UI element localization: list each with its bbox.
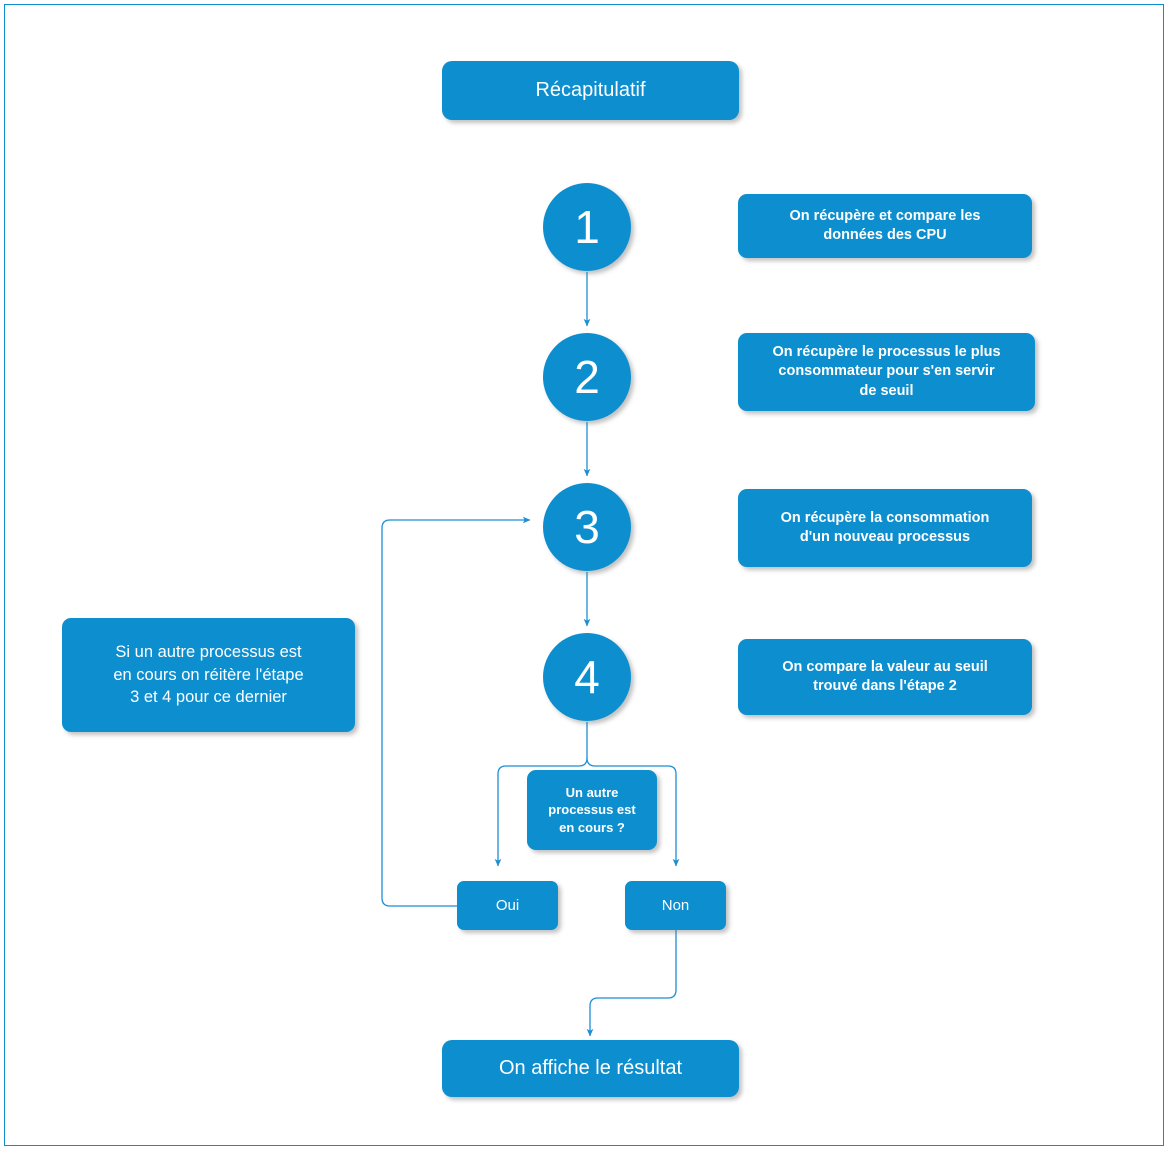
step-description-3-line-1: On récupère la consommation: [780, 509, 990, 526]
step-description-3: On récupère la consommation d'un nouveau…: [738, 489, 1032, 567]
step-circle-1: 1: [543, 183, 631, 271]
decision-line-3: en cours ?: [559, 819, 625, 835]
step-number-2: 2: [574, 351, 600, 403]
loop-note-box: Si un autre processus est en cours on ré…: [62, 618, 355, 732]
loop-note-line-2: en cours on réitère l'étape: [113, 665, 304, 684]
step-circle-2: 2: [543, 333, 631, 421]
decision-line-2: processus est: [548, 802, 636, 818]
title-label: Récapitulatif: [535, 79, 646, 101]
connector-step4-split: [494, 722, 588, 867]
step-description-1-line-1: On récupère et compare les: [789, 207, 981, 224]
connector-split-right: [586, 757, 680, 867]
step-number-1: 1: [574, 201, 600, 253]
step-description-4: On compare la valeur au seuil trouvé dan…: [738, 639, 1032, 715]
step-description-2-line-2: consommateur pour s'en servir: [778, 363, 995, 380]
branch-box-non: Non: [625, 881, 726, 930]
step-description-4-line-1: On compare la valeur au seuil: [782, 658, 988, 675]
title-box: Récapitulatif: [442, 61, 739, 120]
step-description-1: On récupère et compare les données des C…: [738, 194, 1032, 258]
step-description-2-line-3: de seuil: [859, 382, 914, 399]
connector-oui-loop: [381, 516, 531, 907]
branch-label-oui: Oui: [495, 897, 520, 914]
step-description-3-line-2: d'un nouveau processus: [799, 529, 971, 545]
decision-line-1: Un autre: [565, 784, 619, 800]
step-circle-3: 3: [543, 483, 631, 571]
step-description-1-line-2: données des CPU: [823, 227, 947, 243]
loop-note-line-3: 3 et 4 pour ce dernier: [130, 688, 287, 707]
branch-label-non: Non: [661, 897, 690, 914]
step-description-2-line-1: On récupère le processus le plus: [772, 344, 1001, 361]
result-label: On affiche le résultat: [498, 1057, 683, 1079]
step-description-4-line-2: trouvé dans l'étape 2: [813, 678, 957, 694]
step-circle-4: 4: [543, 633, 631, 721]
branch-box-oui: Oui: [457, 881, 558, 930]
loop-note-line-1: Si un autre processus est: [115, 642, 302, 661]
step-number-3: 3: [574, 501, 600, 553]
connector-non-result: [586, 929, 677, 1037]
result-box: On affiche le résultat: [442, 1040, 739, 1097]
step-number-4: 4: [574, 651, 600, 703]
decision-box: Un autre processus est en cours ?: [527, 770, 657, 850]
step-description-2: On récupère le processus le plus consomm…: [738, 333, 1035, 411]
